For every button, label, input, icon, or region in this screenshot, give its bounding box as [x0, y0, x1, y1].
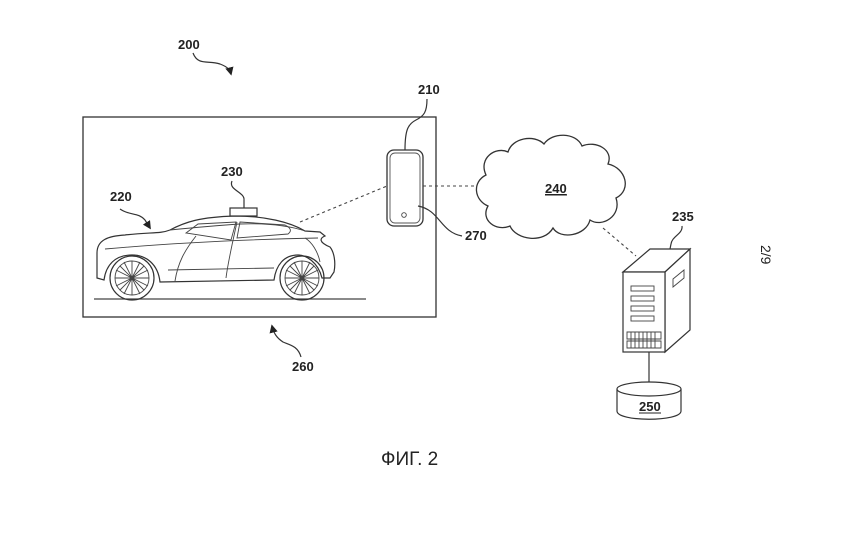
label-210: 210 [418, 82, 440, 97]
label-220: 220 [110, 189, 132, 204]
connection-vehicle-device [299, 185, 388, 223]
leader-arrow-220 [119, 208, 151, 230]
leader-line-230 [230, 180, 245, 208]
database [616, 381, 682, 420]
leader-line-270 [417, 205, 463, 237]
label-230: 230 [221, 164, 243, 179]
label-200: 200 [178, 37, 200, 52]
vehicle-drawing [96, 207, 336, 301]
front-wheel [109, 255, 155, 301]
figure-caption: ФИГ. 2 [381, 449, 438, 470]
label-235: 235 [672, 209, 694, 224]
rear-wheel [279, 255, 325, 301]
leader-arrow-200 [192, 52, 234, 76]
label-260: 260 [292, 359, 314, 374]
connection-network-server [602, 227, 637, 257]
home-button-icon [401, 212, 407, 218]
leader-line-235 [669, 225, 683, 250]
leader-line-210 [404, 98, 428, 151]
roof-sensor [229, 207, 258, 217]
network-cloud [475, 134, 626, 239]
label-270: 270 [465, 228, 487, 243]
label-240: 240 [545, 181, 567, 196]
mobile-device [386, 149, 424, 227]
sheet-number: 2/9 [758, 245, 774, 265]
label-250: 250 [639, 399, 661, 414]
server [621, 247, 692, 354]
leader-arrow-260 [269, 324, 302, 358]
